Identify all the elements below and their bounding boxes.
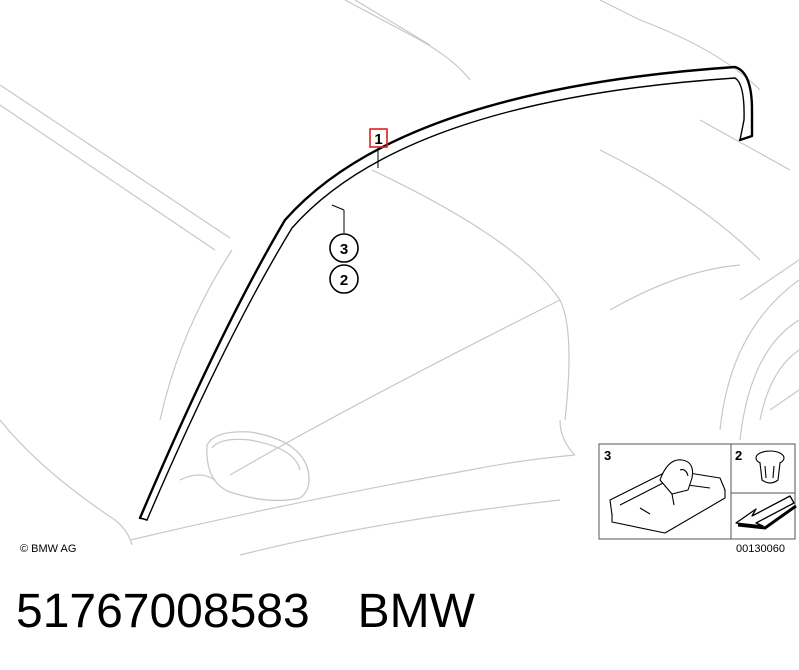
callout-1[interactable]: 1 <box>369 128 388 148</box>
callout-2-label: 2 <box>340 272 348 289</box>
inset-drawing-code: 00130060 <box>736 543 785 555</box>
leader-lines <box>331 148 379 233</box>
callout-2[interactable]: 2 <box>329 264 359 294</box>
brand-name: BMW <box>357 585 475 638</box>
clip-drawing <box>609 459 726 534</box>
parts-diagram: 1 3 2 © BMW AG 3 2 <box>0 0 799 556</box>
push-rivet-drawing <box>755 450 785 484</box>
part-number: 51767008583 <box>16 585 310 638</box>
inset-panel: 3 2 00130060 <box>598 443 797 555</box>
copyright-notice: © BMW AG <box>20 543 76 555</box>
car-body-outline <box>0 0 799 556</box>
callout-1-label: 1 <box>374 131 382 148</box>
roof-moulding-part <box>138 65 754 521</box>
part-caption: 51767008583 BMW <box>16 584 475 640</box>
direction-arrow-icon <box>735 495 797 530</box>
inset-label-3: 3 <box>604 448 611 463</box>
side-mirror-outline <box>179 431 310 502</box>
callout-3-label: 3 <box>340 241 348 258</box>
callout-3[interactable]: 3 <box>329 233 359 263</box>
inset-label-2: 2 <box>735 448 742 463</box>
